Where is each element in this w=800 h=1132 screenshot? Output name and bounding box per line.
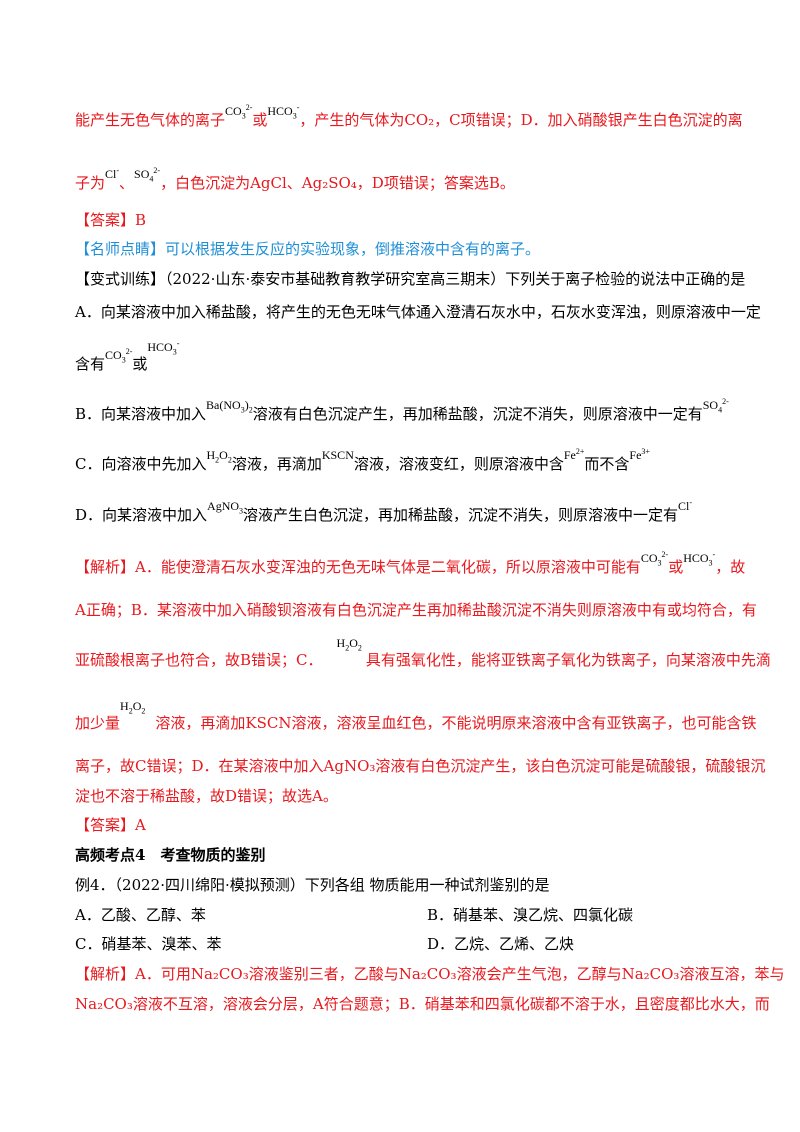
so4-formula: SO42- <box>134 166 161 184</box>
example-options-row-2: C．硝基苯、溴苯、苯 D．乙烷、乙烯、乙炔 <box>75 934 725 954</box>
analysis2-line-2: A正确；B．某溶液中加入硝酸钡溶液有白色沉淀产生再加稀盐酸沉淀不消失则原溶液中有… <box>75 601 757 619</box>
analysis3-line-2: Na₂CO₃溶液不互溶，溶液会分层，A符合题意；B．硝基苯和四氯化碳都不溶于水，… <box>75 995 770 1013</box>
text: 子为 <box>75 174 106 192</box>
text: 加少量 <box>75 714 121 732</box>
variant-question: 【变式训练】（2022·山东·泰安市基础教育教学研究室高三期末）下列关于离子检验… <box>75 270 746 288</box>
co3-formula: CO32- <box>105 347 133 365</box>
option-a-line-2: 含有CO32-或HCO3- <box>75 339 179 380</box>
text: ，白色沉淀为AgCl、Ag₂SO₄，D项错误；答案选B。 <box>160 174 515 192</box>
text: 亚硫酸根离子也符合，故B错误；C． <box>75 651 323 669</box>
answer-2: 【答案】A <box>75 816 146 834</box>
barium-nitrate-formula: Ba(NO3)2 <box>206 398 253 415</box>
text: 溶液，再滴加KSCN溶液，溶液呈血红色，不能说明原来溶液中含有亚铁离子，也可能含… <box>155 714 757 732</box>
text: 而不含 <box>584 455 630 473</box>
text: ，故 <box>715 558 746 576</box>
h2o2-formula: H2O2 <box>336 636 362 653</box>
option-a: A．乙酸、乙醇、苯 <box>75 906 206 924</box>
option-c: C．向溶液中先加入H2O2溶液，再滴加KSCN溶液，溶液变红，则原溶液中含Fe2… <box>75 447 650 480</box>
text: 溶液产生白色沉淀，再加稀盐酸，沉淀不消失，则原溶液中一定有 <box>243 506 679 524</box>
h2o2-formula: H2O2 <box>206 448 232 465</box>
cl-formula: Cl- <box>105 166 120 181</box>
teacher-tip: 【名师点睛】可以根据发生反应的实验现象，倒推溶液中含有的离子。 <box>75 240 541 258</box>
h2o2-formula: H2O2 <box>120 699 146 716</box>
section-heading: 高频考点4 考查物质的鉴别 <box>75 846 266 864</box>
hco3-formula: HCO3- <box>267 103 300 121</box>
cl-formula: Cl- <box>678 498 693 513</box>
option-c: C．硝基苯、溴苯、苯 <box>75 935 222 953</box>
option-d: D．向某溶液中加入AgNO3溶液产生白色沉淀，再加稀盐酸，沉淀不消失，则原溶液中… <box>75 498 692 531</box>
analysis2-line-5: 离子，故C错误；D．在某溶液中加入AgNO₃溶液有白色沉淀产生，该白色沉淀可能是… <box>75 757 766 775</box>
text: 溶液，再滴加 <box>231 455 322 473</box>
text: 含有 <box>75 355 106 373</box>
answer-1: 【答案】B <box>75 211 147 229</box>
text: D．向某溶液中加入 <box>75 506 208 524</box>
text: 或 <box>132 355 148 373</box>
text: 或 <box>668 558 684 576</box>
option-d: D．乙烷、乙烯、乙炔 <box>427 935 575 953</box>
hco3-formula: HCO3- <box>147 339 180 357</box>
text: 溶液，溶液变红，则原溶液中含 <box>353 455 564 473</box>
text: ，产生的气体为CO₂，C项错误；D．加入硝酸银产生白色沉淀的离 <box>299 111 743 129</box>
text: 具有强氧化性，能将亚铁离子氧化为铁离子，向某溶液中先滴 <box>365 651 771 669</box>
analysis2-line-1: 【解析】A．能使澄清石灰水变浑浊的无色无味气体是二氧化碳，所以原溶液中可能有CO… <box>75 550 746 583</box>
option-a-line-1: A．向某溶液中加入稀盐酸，将产生的无色无味气体通入澄清石灰水中，石灰水变浑浊，则… <box>75 303 761 321</box>
text: 或 <box>252 111 268 129</box>
kscn-formula: KSCN <box>321 448 354 462</box>
analysis2-line-3: 亚硫酸根离子也符合，故B错误；C． H2O2具有强氧化性，能将亚铁离子氧化为铁离子… <box>75 636 771 676</box>
fe2-formula: Fe2+ <box>563 447 585 462</box>
analysis3-line-1: 【解析】A．可用Na₂CO₃溶液鉴别三者，乙酸与Na₂CO₃溶液会产生气泡，乙醇… <box>75 965 785 983</box>
text: 、 <box>119 174 135 192</box>
agno3-formula: AgNO3 <box>207 499 244 516</box>
text: 能产生无色气体的离子 <box>75 111 226 129</box>
hco3-formula: HCO3- <box>683 550 716 568</box>
so4-formula: SO42- <box>702 397 729 415</box>
option-b: B．向某溶液中加入Ba(NO3)2溶液有白色沉淀产生，再加稀盐酸，沉淀不消失，则… <box>75 397 729 430</box>
analysis-line-1: 能产生无色气体的离子CO32-或HCO3-，产生的气体为CO₂，C项错误；D．加… <box>75 103 743 136</box>
option-b: B．硝基苯、溴乙烷、四氯化碳 <box>427 906 634 924</box>
text: 【解析】A．能使澄清石灰水变浑浊的无色无味气体是二氧化碳，所以原溶液中可能有 <box>75 558 641 576</box>
co3-formula: CO32- <box>640 550 669 568</box>
example-question: 例4．（2022·四川绵阳·模拟预测）下列各组 物质能用一种试剂鉴别的是 <box>75 876 550 894</box>
text: 溶液有白色沉淀产生，再加稀盐酸，沉淀不消失，则原溶液中一定有 <box>252 405 703 423</box>
example-options-row-1: A．乙酸、乙醇、苯 B．硝基苯、溴乙烷、四氯化碳 <box>75 905 725 925</box>
text: C．向溶液中先加入 <box>75 455 207 473</box>
text: B．向某溶液中加入 <box>75 405 207 423</box>
co3-formula: CO32- <box>225 103 253 121</box>
analysis2-line-4: 加少量H2O2 溶液，再滴加KSCN溶液，溶液呈血红色，不能说明原来溶液中含有亚铁… <box>75 699 757 739</box>
analysis-line-2: 子为Cl-、SO42-，白色沉淀为AgCl、Ag₂SO₄，D项错误；答案选B。 <box>75 166 515 199</box>
fe3-formula: Fe3+ <box>629 447 650 462</box>
analysis2-line-6: 淀也不溶于稀盐酸，故D错误；故选A。 <box>75 787 338 805</box>
